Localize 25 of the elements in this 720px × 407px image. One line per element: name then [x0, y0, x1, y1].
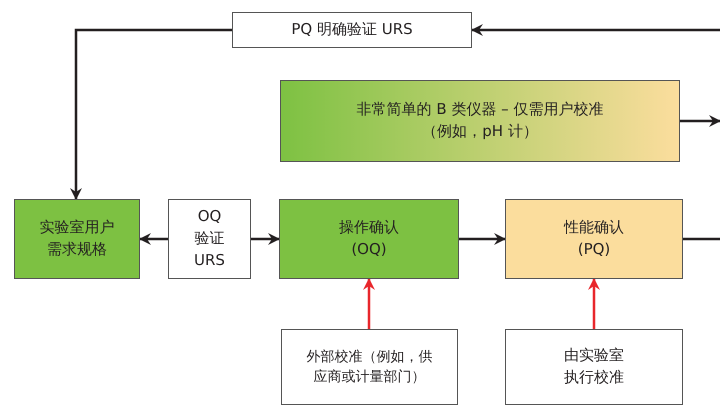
arrow [588, 278, 600, 329]
process-box [14, 199, 140, 279]
arrow [471, 24, 720, 36]
node-label: 非常简单的 B 类仪器 – 仅需用户校准 [356, 99, 604, 120]
text-box [168, 199, 251, 279]
arrow [459, 233, 506, 245]
node-note: （例如，pH 计） [422, 121, 538, 142]
arrow [363, 278, 375, 329]
instrument-class-box [280, 80, 680, 162]
text-box [505, 329, 683, 405]
arrow [680, 115, 720, 127]
arrow [139, 233, 168, 245]
arrow [251, 233, 280, 245]
node-label: 由实验室执行校准 [563, 345, 625, 388]
node-label: OQ 验证 URS [193, 206, 226, 271]
node-label: 外部校准（例如，供应商或计量部门） [306, 348, 434, 387]
node-label: 实验室用户需求规格 [38, 217, 116, 260]
process-box [505, 199, 683, 279]
node-label: 性能确认 (PQ) [562, 217, 625, 260]
text-box [281, 329, 458, 405]
text-box [232, 12, 472, 48]
node-label: PQ 明确验证 URS [291, 19, 413, 40]
node-label: 操作确认 (OQ) [338, 217, 400, 260]
arrow [70, 28, 232, 200]
process-box [279, 199, 459, 279]
